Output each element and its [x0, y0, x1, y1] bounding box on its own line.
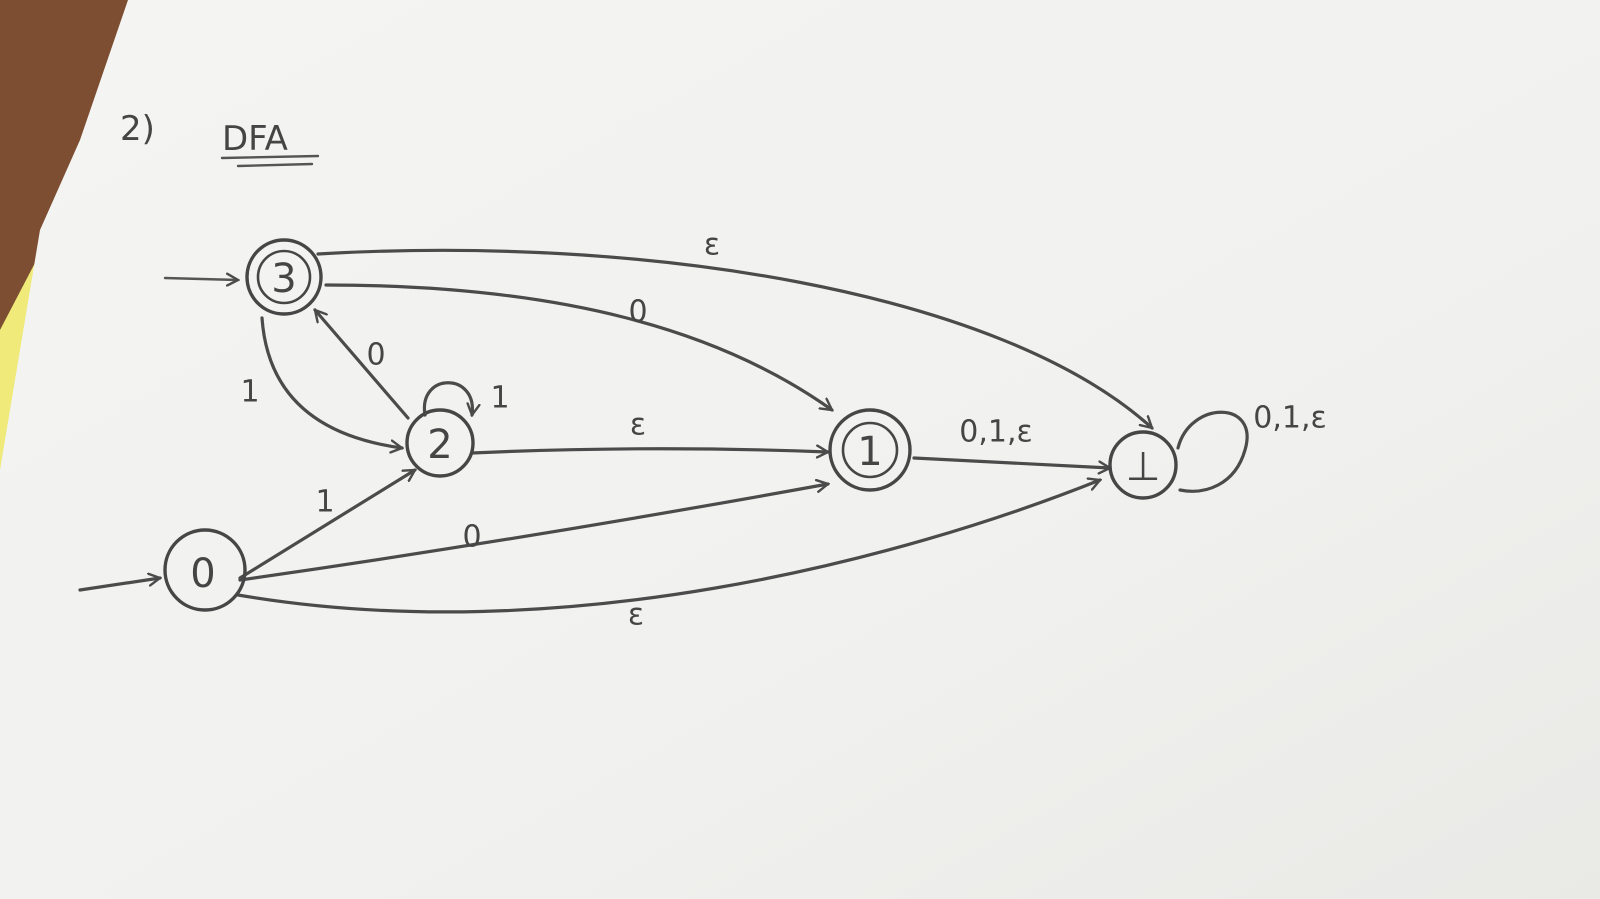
question-number: 2)	[120, 109, 155, 149]
title-underline-second	[236, 162, 314, 168]
edge-trap-self-loop	[1176, 410, 1249, 493]
edge-label-1-to-trap: 0,1,ε	[959, 415, 1032, 450]
state-3-label: 3	[271, 256, 296, 302]
state-1: 1	[828, 408, 912, 492]
edge-3-to-2	[260, 316, 402, 448]
state-0: 0	[163, 528, 247, 612]
state-1-label: 1	[857, 429, 882, 475]
edge-label-3-to-1: 0	[628, 295, 647, 330]
edge-label-2-to-3: 0	[366, 338, 385, 373]
page-title: DFA	[222, 119, 288, 159]
edge-label-0-to-2: 1	[315, 485, 334, 520]
edge-label-2-to-1: ε	[630, 408, 646, 443]
edge-0-to-trap	[236, 480, 1100, 614]
state-0-label: 0	[190, 551, 215, 597]
edge-label-3-to-2: 1	[240, 375, 259, 410]
edge-label-3-to-trap: ε	[704, 228, 720, 263]
state-3: 3	[245, 238, 323, 316]
edge-2-self-loop	[422, 381, 472, 415]
edge-2-to-3	[315, 310, 410, 420]
state-2: 2	[405, 408, 475, 478]
edge-0-to-2	[238, 468, 415, 580]
edge-1-to-trap	[912, 456, 1110, 468]
edge-0-to-1	[238, 484, 828, 582]
edge-label-2-self-loop: 1	[490, 381, 509, 416]
edge-2-to-1	[470, 449, 828, 453]
state-2-label: 2	[427, 422, 452, 468]
edge-label-0-to-trap: ε	[628, 598, 644, 633]
edge-3-to-trap	[316, 248, 1152, 428]
state-trap-label: ⊥	[1126, 444, 1161, 490]
title-underline	[220, 154, 320, 160]
edge-label-0-to-1: 0	[462, 520, 481, 555]
state-trap: ⊥	[1108, 430, 1178, 500]
start-arrow-s0	[78, 578, 160, 592]
edge-label-trap-self-loop: 0,1,ε	[1253, 401, 1326, 436]
start-arrow-s3	[163, 278, 238, 280]
edge-3-to-1	[324, 283, 832, 412]
